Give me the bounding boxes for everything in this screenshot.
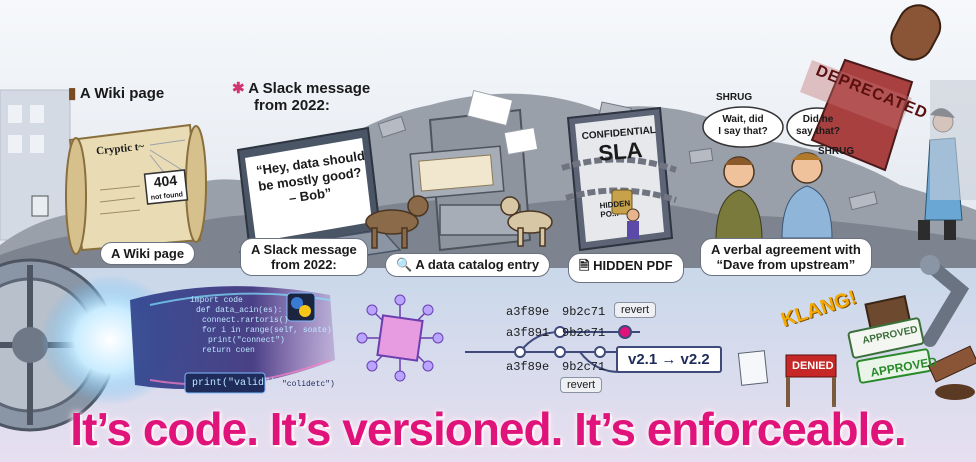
catalog-caption-text: A data catalog entry: [415, 257, 540, 272]
bubble2-line2: say that?: [796, 126, 840, 137]
verbal-caption: A verbal agreement with “Dave from upstr…: [700, 238, 872, 276]
code-line: return coen: [202, 346, 255, 355]
revert-tag: revert: [560, 377, 603, 393]
shrug-label-right: SHRUG: [818, 146, 855, 157]
slack-header-line2: from 2022:: [254, 97, 330, 114]
wiki-header-label: ▮ A Wiki page: [68, 84, 164, 102]
error-code: 404: [152, 171, 178, 191]
pdf-caption-text: HIDDEN PDF: [593, 258, 673, 273]
slack-icon: ✱: [232, 80, 245, 97]
code-line: connect.rartoris(): [202, 316, 289, 325]
git-hash: 9b2c71: [562, 305, 606, 319]
document-icon: 🗎: [579, 258, 590, 273]
code-line: def data_acin(es):: [196, 306, 283, 315]
code-print-valid: print("valid"): [192, 378, 277, 389]
code-line: for i in range(self, soate):: [202, 326, 337, 335]
wiki-header-text: A Wiki page: [79, 85, 165, 102]
magnifier-icon: 🔍: [396, 257, 413, 272]
slack-caption-line1: A Slack message: [251, 242, 357, 257]
code-line: import code: [190, 296, 243, 305]
revert-tag: revert: [614, 302, 657, 318]
verbal-caption-line1: A verbal agreement with: [711, 242, 861, 257]
slack-header-line1: A Slack message: [248, 80, 371, 97]
bubble1-line1: Wait, did: [722, 114, 764, 125]
headline-banner: It’s code. It’s versioned. It’s enforcea…: [70, 403, 906, 455]
code-line: print("connect"): [208, 336, 285, 345]
code-trailing: "colidetc"): [282, 380, 335, 389]
git-hash: a3f89e: [506, 360, 550, 374]
speech-bubble-right: Did he say that?: [792, 114, 844, 138]
git-hash: a3f89e: [506, 305, 550, 319]
sla-book-cover: CONFIDENTIAL SLA: [581, 125, 660, 168]
pdf-caption: 🗎 HIDDEN PDF: [568, 253, 684, 283]
scroll-error-stamp: 404 not found: [149, 171, 184, 204]
slack-header-label: ✱ A Slack message from 2022:: [232, 80, 370, 114]
bubble1-line2: I say that?: [718, 126, 768, 137]
book-icon: ▮: [68, 85, 77, 102]
git-hash: a3f891: [506, 326, 550, 340]
speech-bubble-left: Wait, did I say that?: [712, 114, 774, 138]
slack-caption: A Slack message from 2022:: [240, 238, 368, 276]
slack-caption-line2: from 2022:: [271, 257, 337, 272]
shrug-label-left: SHRUG: [716, 92, 753, 103]
verbal-caption-line2: “Dave from upstream”: [716, 257, 856, 272]
version-badge: v2.1 → v2.2: [616, 346, 722, 373]
error-sub: not found: [150, 191, 184, 202]
code-snippet: import code def data_acin(es): connect.r…: [190, 296, 336, 356]
git-hash: 9b2c71: [562, 326, 606, 340]
catalog-caption: 🔍 A data catalog entry: [385, 253, 551, 277]
sla-po: PO...: [600, 208, 620, 220]
wiki-caption: A Wiki page: [100, 242, 196, 265]
denied-sign: DENIED: [792, 360, 834, 372]
bubble2-line1: Did he: [802, 114, 834, 125]
git-hash: 9b2c71: [562, 360, 606, 374]
sla-hidden-text: HIDDEN PO...: [599, 199, 631, 220]
